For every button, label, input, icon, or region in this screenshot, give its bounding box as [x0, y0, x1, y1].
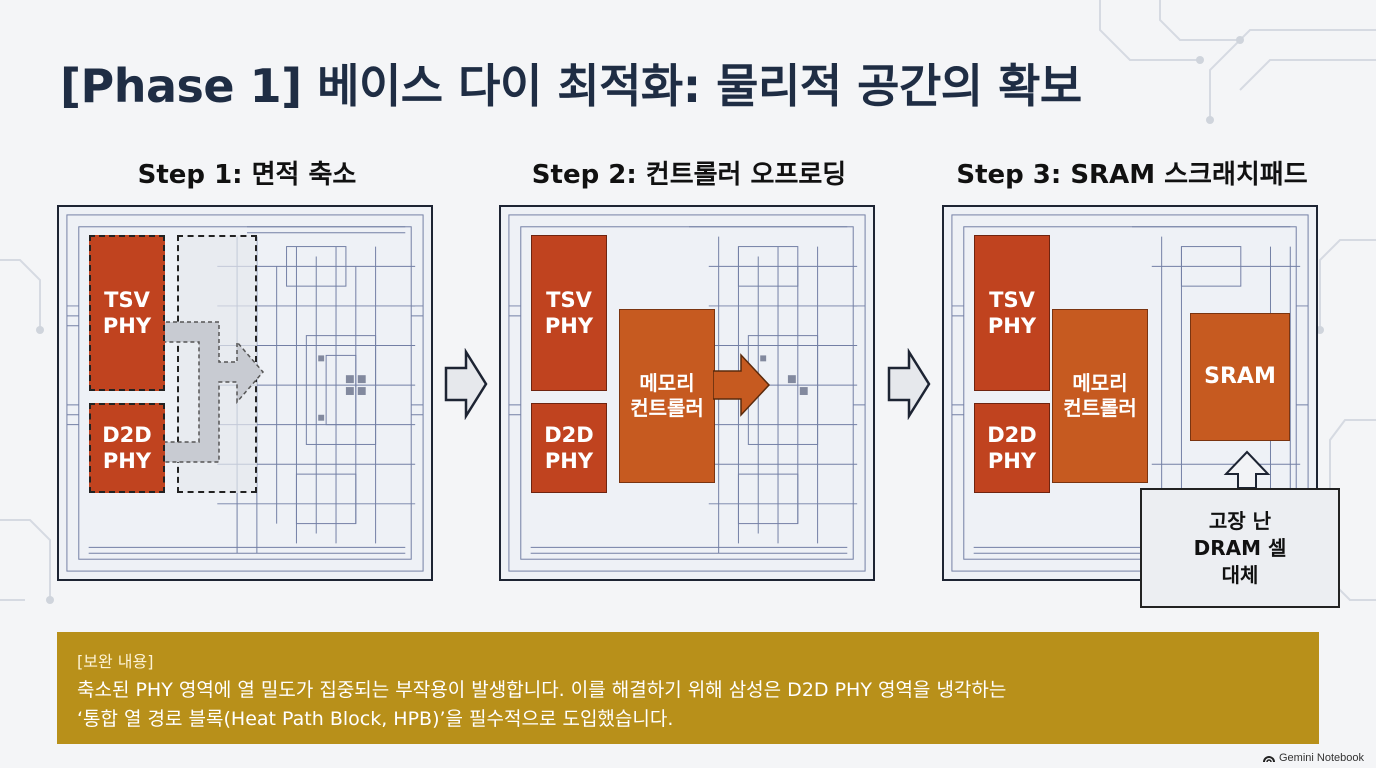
d2d-phy-block: D2D PHY — [974, 403, 1050, 493]
dram-replacement-callout: 고장 난 DRAM 셀 대체 — [1140, 488, 1340, 608]
step-2-die-panel: TSV PHY D2D PHY 메모리 컨트롤러 — [499, 205, 875, 581]
page-title: [Phase 1] 베이스 다이 최적화: 물리적 공간의 확보 — [60, 59, 1082, 113]
step-3-title: Step 3: SRAM 스크래치패드 — [956, 160, 1308, 190]
note-body: 축소된 PHY 영역에 열 밀도가 집중되는 부작용이 발생합니다. 이를 해결… — [77, 679, 1007, 730]
chevron-right-icon — [887, 348, 931, 420]
sram-block: SRAM — [1190, 313, 1290, 441]
d2d-phy-block: D2D PHY — [89, 403, 165, 493]
brand-footer: Gemini Notebook — [1263, 752, 1364, 764]
step-1-title: Step 1: 면적 축소 — [137, 160, 357, 190]
supplement-note: [보완 내용] 축소된 PHY 영역에 열 밀도가 집중되는 부작용이 발생합니… — [57, 632, 1319, 744]
step-1-die-panel: TSV PHY D2D PHY — [57, 205, 433, 581]
tsv-phy-block: TSV PHY — [89, 235, 165, 391]
die-layout-diagram — [951, 214, 1309, 572]
step-2-title: Step 2: 컨트롤러 오프로딩 — [531, 160, 847, 190]
chevron-right-icon — [444, 348, 488, 420]
d2d-phy-block: D2D PHY — [531, 403, 607, 493]
tsv-phy-block: TSV PHY — [531, 235, 607, 391]
tsv-phy-block: TSV PHY — [974, 235, 1050, 391]
notebook-logo-icon — [1263, 756, 1275, 763]
arrow-up-icon — [1223, 450, 1271, 489]
shrink-arrow-icon — [159, 321, 264, 463]
note-label: [보완 내용] — [77, 652, 154, 671]
memory-controller-block: 메모리 컨트롤러 — [619, 309, 715, 483]
brand-label: Gemini Notebook — [1279, 752, 1364, 764]
memory-controller-block: 메모리 컨트롤러 — [1052, 309, 1148, 483]
offload-arrow-icon — [713, 353, 771, 417]
